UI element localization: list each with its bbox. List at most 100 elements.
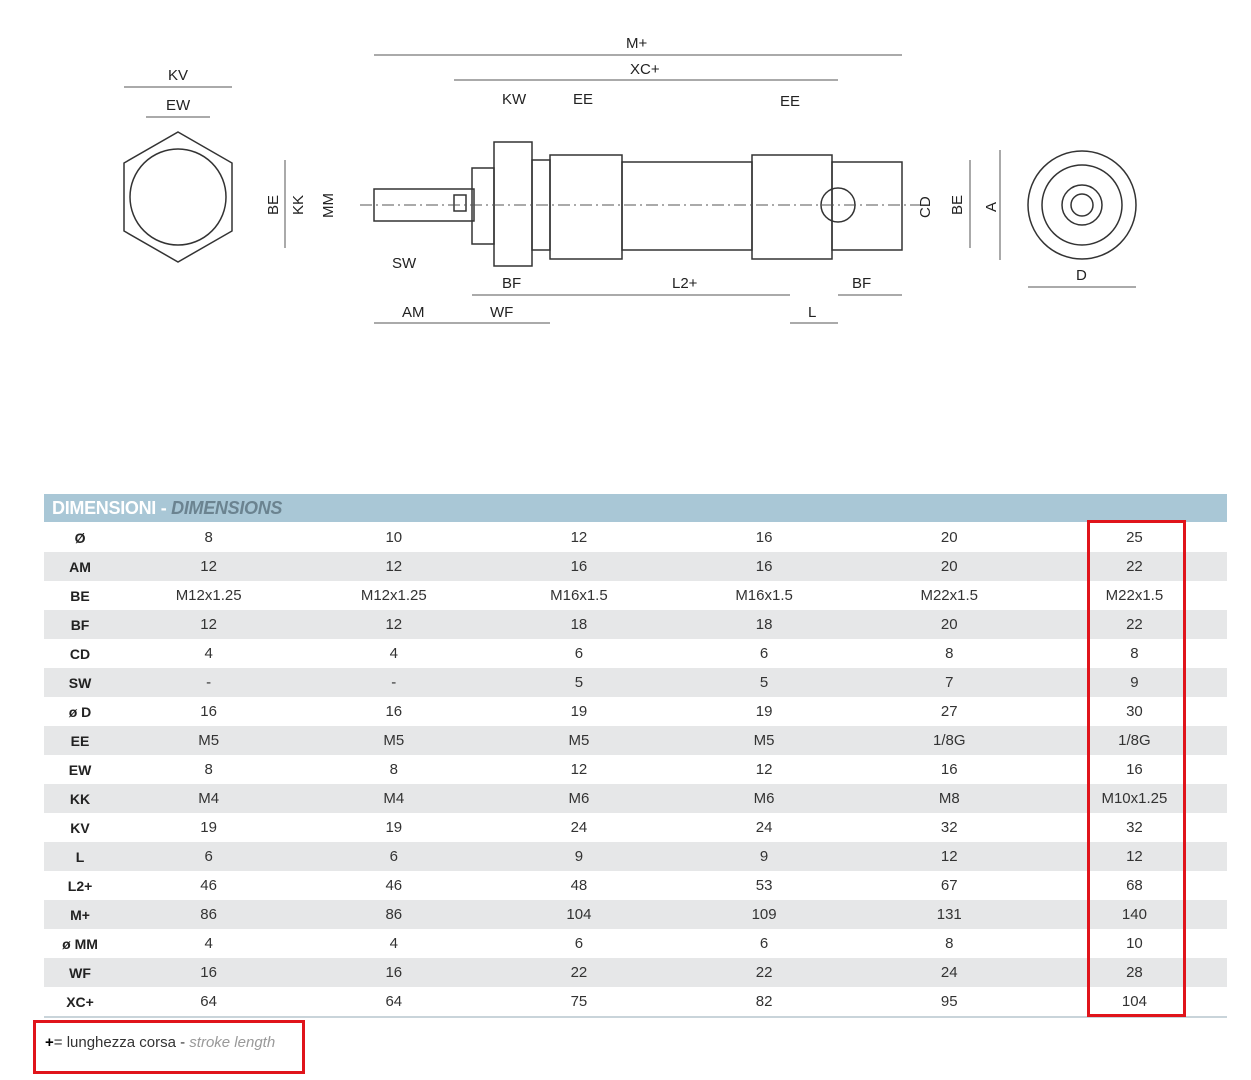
table-cell: 22 bbox=[1126, 616, 1143, 633]
row-label: KK bbox=[69, 790, 91, 807]
table-cell: 10 bbox=[385, 529, 403, 546]
label-d: D bbox=[1076, 267, 1087, 284]
table-cell: 8 bbox=[945, 935, 954, 952]
table-cell: 9 bbox=[1130, 674, 1139, 691]
table-cell: 6 bbox=[204, 848, 213, 865]
table-cell: M4 bbox=[383, 790, 405, 807]
table-cell: 4 bbox=[389, 935, 398, 952]
table-cell: 104 bbox=[566, 906, 592, 923]
table-cell: 19 bbox=[570, 703, 588, 720]
table-cell: 16 bbox=[570, 558, 588, 575]
table-cell: 32 bbox=[1126, 819, 1143, 836]
table-cell: 95 bbox=[940, 993, 958, 1010]
label-a: A bbox=[983, 202, 1000, 212]
table-cell: 53 bbox=[755, 877, 773, 894]
table-cell: 19 bbox=[385, 819, 403, 836]
label-sw: SW bbox=[392, 255, 417, 272]
title-italian: DIMENSIONI bbox=[52, 498, 157, 518]
label-xc: XC+ bbox=[630, 61, 660, 78]
label-m: M+ bbox=[626, 35, 647, 52]
row-label: KV bbox=[70, 819, 90, 836]
label-kv: KV bbox=[168, 67, 188, 84]
table-cell: 6 bbox=[389, 848, 398, 865]
row-label: ø MM bbox=[62, 935, 98, 952]
table-cell: 5 bbox=[759, 674, 769, 691]
table-cell: M16x1.5 bbox=[550, 587, 608, 604]
table-cell: M5 bbox=[568, 732, 590, 749]
table-cell: 6 bbox=[759, 935, 769, 952]
table-cell: 8 bbox=[945, 645, 954, 662]
label-l2: L2+ bbox=[672, 275, 698, 292]
table-cell: 20 bbox=[940, 529, 958, 546]
table-cell: M8 bbox=[938, 790, 960, 807]
dimensions-table-header: DIMENSIONI - DIMENSIONS bbox=[44, 494, 1227, 522]
table-cell: 20 bbox=[940, 616, 958, 633]
table-cell: M6 bbox=[753, 790, 775, 807]
label-cd: CD bbox=[917, 196, 934, 218]
label-l: L bbox=[808, 304, 816, 321]
table-cell: 12 bbox=[570, 761, 588, 778]
table-cell: 6 bbox=[574, 645, 584, 662]
table-cell: 28 bbox=[1126, 964, 1143, 981]
table-cell: M5 bbox=[383, 732, 405, 749]
label-kk: KK bbox=[290, 195, 307, 215]
label-bf-left: BF bbox=[502, 275, 521, 292]
table-cell: 10 bbox=[1126, 935, 1143, 952]
table-cell: - bbox=[206, 674, 212, 691]
table-cell: 16 bbox=[200, 964, 217, 981]
row-label: AM bbox=[69, 558, 91, 575]
table-cell: 68 bbox=[1126, 877, 1143, 894]
table-cell: 5 bbox=[574, 674, 584, 691]
table-cell: 48 bbox=[570, 877, 588, 894]
label-kw: KW bbox=[502, 91, 527, 108]
table-cell: 9 bbox=[759, 848, 769, 865]
table-cell: 16 bbox=[755, 529, 773, 546]
table-cell: 12 bbox=[570, 529, 588, 546]
label-be-right: BE bbox=[949, 195, 966, 215]
row-label: ø D bbox=[68, 703, 92, 720]
row-label: SW bbox=[68, 674, 92, 691]
table-cell: 20 bbox=[940, 558, 958, 575]
table-cell: 8 bbox=[1130, 645, 1139, 662]
table-cell: 12 bbox=[755, 761, 773, 778]
table-cell: 25 bbox=[1126, 529, 1143, 546]
table-cell: 104 bbox=[1121, 993, 1147, 1010]
table-cell: 19 bbox=[755, 703, 773, 720]
row-label: CD bbox=[69, 645, 91, 662]
table-cell: 12 bbox=[385, 558, 403, 575]
table-cell: 75 bbox=[570, 993, 588, 1010]
stroke-length-note: += lunghezza corsa - stroke length bbox=[45, 1034, 275, 1051]
table-cell: 12 bbox=[200, 616, 217, 633]
table-cell: 1/8G bbox=[932, 732, 966, 749]
table-cell: 4 bbox=[389, 645, 398, 662]
table-cell: 16 bbox=[940, 761, 958, 778]
table-cell: M16x1.5 bbox=[735, 587, 793, 604]
table-cell: 12 bbox=[385, 616, 403, 633]
table-cell: 22 bbox=[755, 964, 773, 981]
table-cell: 12 bbox=[1126, 848, 1143, 865]
table-cell: 46 bbox=[385, 877, 403, 894]
table-cell: 18 bbox=[755, 616, 773, 633]
row-label: EW bbox=[68, 761, 92, 778]
table-cell: 140 bbox=[1121, 906, 1147, 923]
table-cell: 1/8G bbox=[1118, 732, 1151, 749]
table-cell: 22 bbox=[570, 964, 588, 981]
note-separator: - bbox=[175, 1034, 190, 1051]
row-label: L bbox=[75, 848, 85, 865]
table-cell: 9 bbox=[574, 848, 584, 865]
table-cell: 19 bbox=[200, 819, 217, 836]
table-cell: - bbox=[391, 674, 397, 691]
title-separator: - bbox=[156, 498, 172, 518]
